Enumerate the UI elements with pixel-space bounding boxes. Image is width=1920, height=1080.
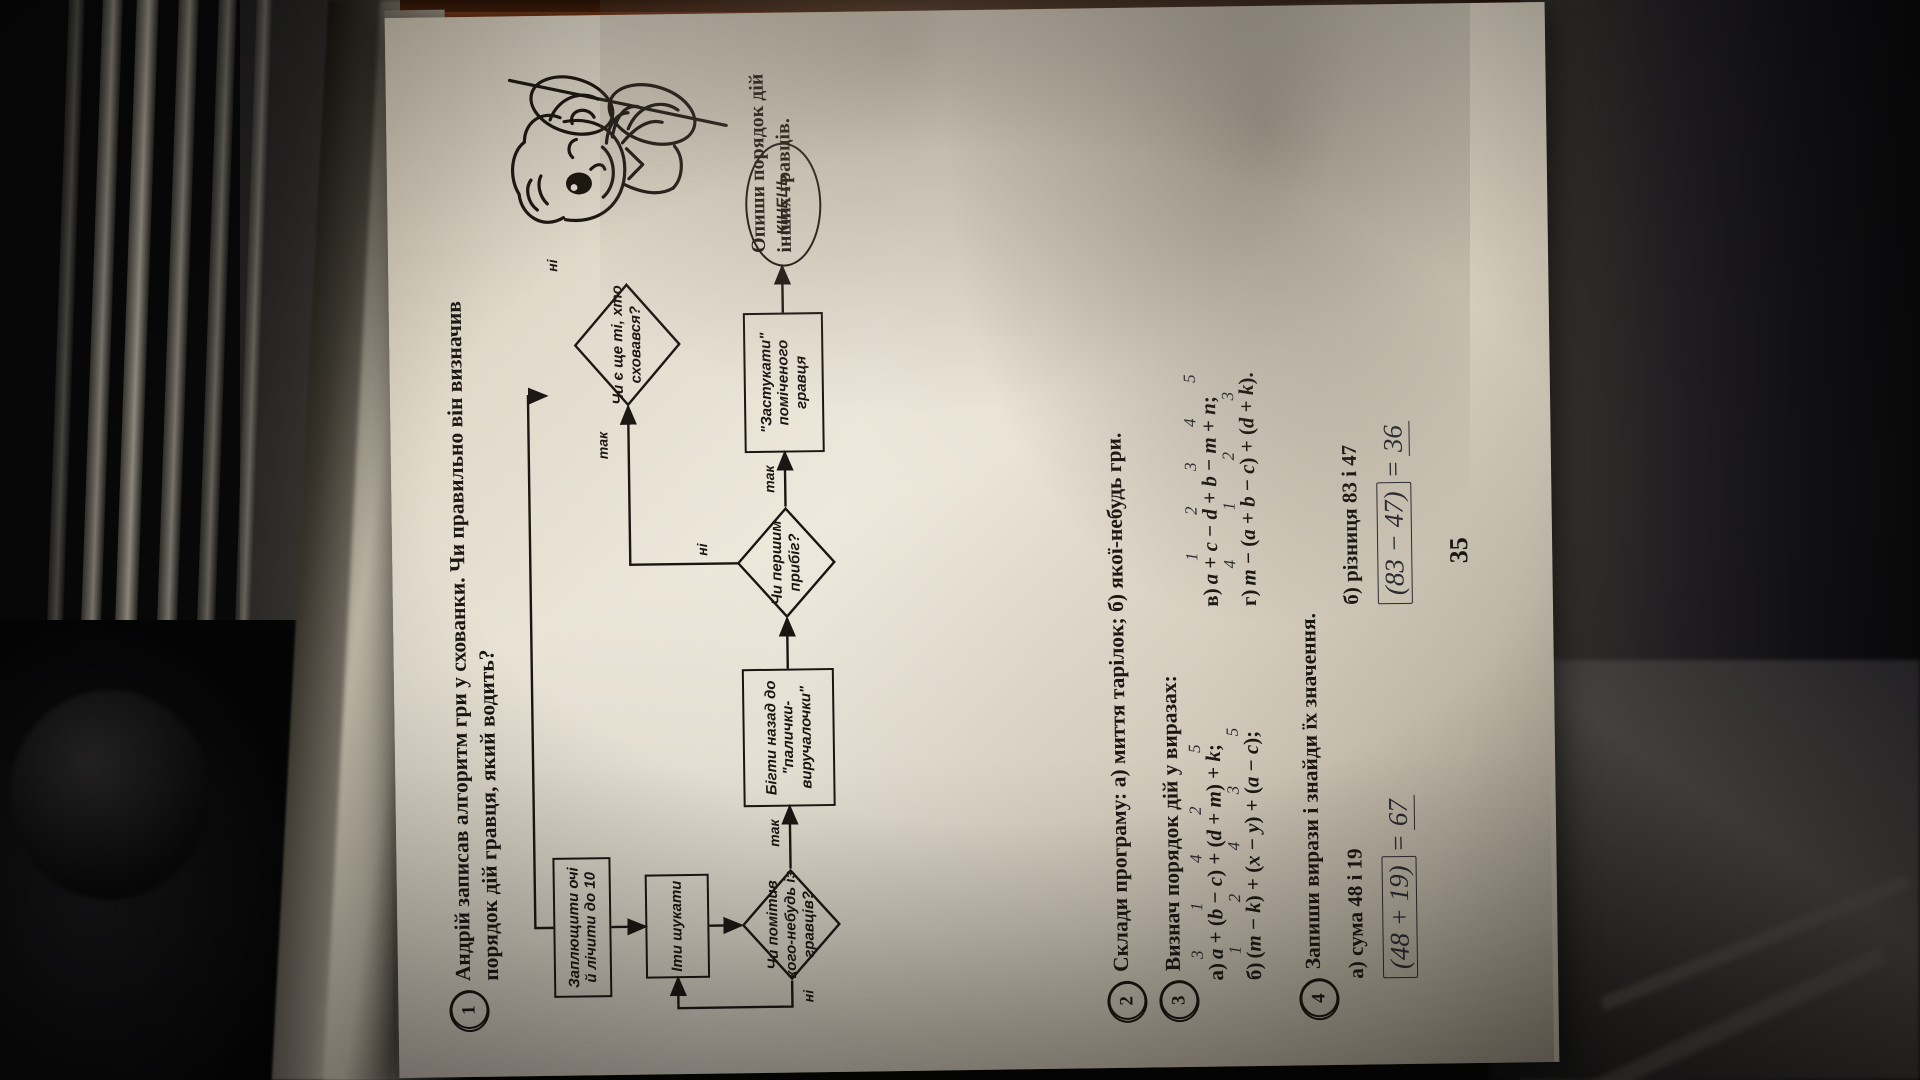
task4-item-a-label: а) сума 48 і 19 <box>1342 848 1369 979</box>
edge-label-yes: так <box>760 465 778 493</box>
exercise-number-4: 4 <box>1300 978 1339 1018</box>
algorithm-flowchart: Заплющити очі й лічити до 10 Іти шукати … <box>511 9 1085 1017</box>
flow-node-start: Заплющити очі й лічити до 10 <box>552 857 613 998</box>
exercise-3: 3 Визнач порядок дій у виразах: <box>1148 119 1199 1020</box>
mascot-illustration <box>501 63 734 256</box>
task4-item-a-written-expr: (48 + 19) <box>1381 856 1419 979</box>
task3-order-a-2: 1 <box>1187 902 1207 912</box>
page-number: 35 <box>1444 537 1474 564</box>
task3-item-g-marker: г) <box>1236 589 1261 607</box>
task3-order-g-3: 2 <box>1218 451 1238 461</box>
exercise-1: 1 Андрій записав алгоритм гри у схованки… <box>438 129 506 1030</box>
flow-node-anyone-label: Чи є ще ті, хто сховався? <box>608 285 645 405</box>
task3-item-g-expr: m − (a + b − c) + (d + k). <box>1233 372 1261 586</box>
edge-label-yes: так <box>765 819 783 847</box>
task3-order-g-4: 3 <box>1217 391 1238 401</box>
task3-order-v-1: 1 <box>1182 552 1202 562</box>
task3-order-b-4: 3 <box>1223 785 1243 795</box>
flow-node-noticed: Чи помітив кого-небудь із гравців? <box>741 868 843 981</box>
edge-label-no: ні <box>694 543 711 556</box>
task3-expressions-right: в) a + c − d + b − m + n; 1 2 3 4 5 г) m… <box>1180 86 1271 607</box>
flow-node-search: Іти шукати <box>644 873 711 979</box>
exercise-4: 4 Запиши вирази і знайди їх значення. <box>1288 117 1339 1018</box>
task3-order-a-1: 3 <box>1187 950 1207 960</box>
task4-item-a-answer: 67 <box>1382 794 1416 831</box>
task3-order-a-3: 4 <box>1186 854 1206 864</box>
task4-item-a: а) сума 48 і 19 (48 + 19) = 67 <box>1342 794 1419 979</box>
task3-order-b-2: 2 <box>1224 893 1245 903</box>
task4-item-b-equals: = <box>1377 459 1409 479</box>
cloth <box>1490 660 1920 1080</box>
task3-order-v-3: 3 <box>1180 462 1201 472</box>
edge-label-yes: так <box>594 431 611 460</box>
exercise-number-2: 2 <box>1108 981 1147 1021</box>
task4-item-a-equals: = <box>1383 833 1414 853</box>
task4-item-b-label: б) різниця 83 і 47 <box>1336 444 1363 605</box>
task3-order-g-2: 1 <box>1219 501 1239 511</box>
flow-node-first: Чи першим прибіг? <box>736 506 838 619</box>
task3-order-b-3: 4 <box>1224 841 1244 851</box>
exercise-1-text: Андрій записав алгоритм гри у схованки. … <box>441 300 503 982</box>
flow-node-anyone: Чи є ще ті, хто сховався? <box>572 282 682 407</box>
flow-node-runback: Бігти назад до "палички-виручалочки" <box>741 667 836 808</box>
exercise-number-1: 1 <box>450 990 489 1030</box>
task3-order-v-4: 4 <box>1180 418 1200 428</box>
exercise-4-text: Запиши вирази і знайди їх значення. <box>1296 612 1326 970</box>
task3-order-b-1: 1 <box>1225 945 1245 955</box>
exercise-2: 2 Склади програму: а) миття тарілок; б) … <box>1096 120 1147 1021</box>
mascot-caption: Опиши порядок дій інших гравців. <box>745 73 796 254</box>
task3-order-v-2: 2 <box>1181 506 1201 516</box>
task3-item-a-expr: a + (b − c) + (d + m) + k; <box>1200 743 1228 960</box>
page-content: 1 Андрій записав алгоритм гри у схованки… <box>415 32 1529 1047</box>
edge-label-no: ні <box>800 989 817 1003</box>
flow-node-knock: "Застукати" поміченого гравця <box>742 312 825 454</box>
task4-item-b: б) різниця 83 і 47 (83 − 47) = 36 <box>1336 420 1413 605</box>
task3-item-v-marker: в) <box>1198 588 1223 607</box>
task3-order-v-5: 5 <box>1179 374 1199 384</box>
task3-item-b-marker: б) <box>1241 962 1267 981</box>
task3-order-b-5: 5 <box>1222 727 1242 737</box>
flow-node-first-label: Чи першим прибіг? <box>767 520 804 605</box>
exercise-3-text: Визнач порядок дій у виразах: <box>1156 675 1186 972</box>
task3-item-a-marker: а) <box>1203 962 1229 981</box>
task4-item-b-answer: 36 <box>1377 420 1410 457</box>
stove-knob <box>10 690 210 900</box>
exercise-2-text: Склади програму: а) миття тарілок; б) як… <box>1101 432 1134 973</box>
flowchart-connectors <box>526 263 799 1010</box>
edge-label-no: ні <box>544 259 561 272</box>
task3-order-a-5: 5 <box>1184 744 1204 754</box>
task3-order-g-1: 4 <box>1220 559 1240 569</box>
page-content-root: 1 Андрій записав алгоритм гри у схованки… <box>385 2 1560 1078</box>
task3-order-a-4: 2 <box>1185 806 1205 816</box>
task4-item-b-written-expr: (83 − 47) <box>1376 482 1413 605</box>
flow-node-noticed-label: Чи помітив кого-небудь із гравців? <box>763 870 818 979</box>
exercise-number-3: 3 <box>1160 980 1199 1020</box>
